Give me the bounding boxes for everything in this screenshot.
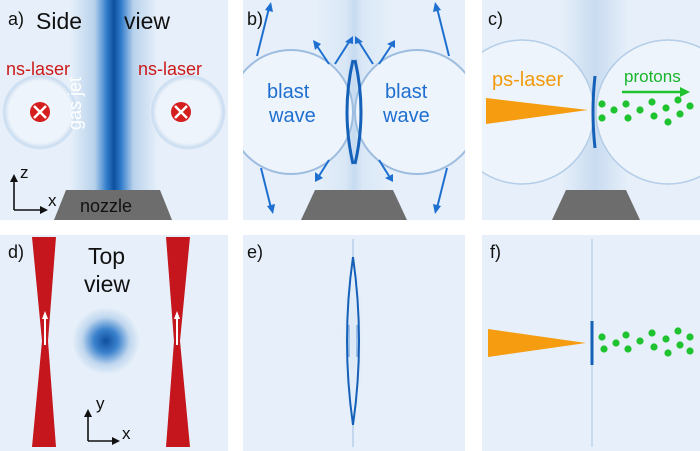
panel-d: d) Top view y x xyxy=(0,235,228,451)
axis-z-label: z xyxy=(20,163,29,182)
ps-laser-beam-f xyxy=(488,329,586,357)
blast-wave-right-line2: wave xyxy=(383,105,430,127)
panel-e: e) xyxy=(243,235,465,451)
panel-a: a) Side view ns-laser ns-laser gas jet n… xyxy=(0,0,228,220)
panel-f-graphic xyxy=(482,235,700,451)
panel-e-label: e) xyxy=(247,242,264,262)
target-shell-c xyxy=(591,75,597,149)
nozzle-shape xyxy=(54,190,172,220)
blast-wave-right-line1: blast xyxy=(385,81,428,103)
nozzle-label: nozzle xyxy=(80,196,133,216)
side-view-title-left: Side xyxy=(36,8,83,34)
panel-b-label: b) xyxy=(247,9,264,29)
axis-y-label: y xyxy=(96,394,105,413)
compressed-shell-left xyxy=(345,59,355,165)
protons-dots-f-icon xyxy=(598,327,694,357)
panel-c-label: c) xyxy=(488,9,503,29)
panel-d-label: d) xyxy=(8,242,25,262)
gas-jet-label: gas jet xyxy=(65,76,85,130)
protons-dots-icon xyxy=(598,96,694,126)
ps-laser-label: ps-laser xyxy=(492,69,564,91)
ns-laser-label-left: ns-laser xyxy=(6,59,71,79)
shell-left-e xyxy=(346,256,354,426)
gas-jet xyxy=(70,0,158,220)
blast-wave-left xyxy=(243,49,354,175)
panel-c-graphic xyxy=(482,0,700,220)
panel-b-graphic xyxy=(243,0,465,220)
panel-a-graphic xyxy=(0,0,228,220)
compressed-shell-right xyxy=(353,59,363,165)
expansion-arrows-icon xyxy=(256,2,450,214)
axis-x-label-a: x xyxy=(48,191,57,210)
blast-wave-right xyxy=(354,49,465,175)
panel-a-label: a) xyxy=(8,9,25,29)
laser-into-page-left-icon xyxy=(30,102,50,122)
axis-x-label-d: x xyxy=(122,424,131,443)
nozzle-shape-b xyxy=(301,190,407,220)
blast-wave-left-line2: wave xyxy=(269,105,316,127)
panel-b: b) blast wave blast wave xyxy=(243,0,465,220)
panel-e-graphic xyxy=(243,235,465,451)
blast-wave-left-line1: blast xyxy=(267,81,310,103)
laser-into-page-right-icon xyxy=(171,102,191,122)
axes-zx-icon xyxy=(10,174,48,214)
axes-yx-icon xyxy=(84,409,120,445)
panel-d-graphic xyxy=(0,235,228,451)
gas-jet-top-spot xyxy=(72,307,140,375)
proton-direction-arrow-icon xyxy=(622,87,690,97)
top-view-title-line1: Top xyxy=(88,243,126,269)
nozzle-shape-c xyxy=(552,190,640,220)
protons-label: protons xyxy=(624,67,681,86)
ps-laser-beam xyxy=(486,98,588,124)
panel-f-label: f) xyxy=(490,242,501,262)
top-view-title-line2: view xyxy=(84,271,131,297)
shell-right-e xyxy=(352,256,360,426)
side-view-title-right: view xyxy=(124,8,171,34)
panel-f: f) xyxy=(482,235,700,451)
panel-c: c) ps-laser protons xyxy=(482,0,700,220)
ns-laser-label-right: ns-laser xyxy=(138,59,203,79)
